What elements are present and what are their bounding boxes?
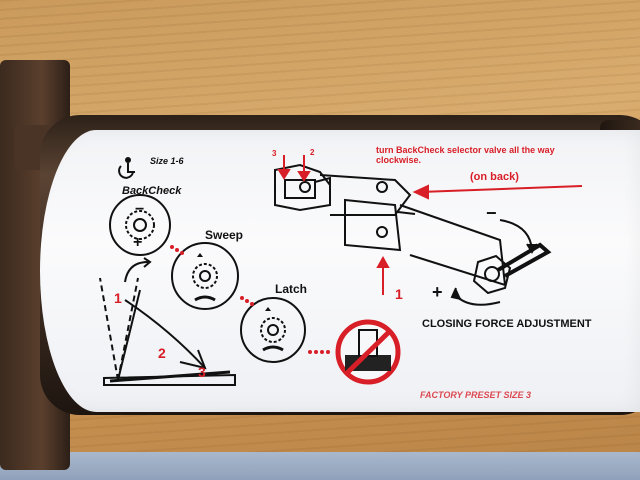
valve-three-number: 3 (272, 149, 277, 158)
step-one-number: 1 (114, 290, 122, 306)
closing-force-label: CLOSING FORCE ADJUSTMENT (422, 318, 592, 330)
dial-connectors (170, 245, 330, 354)
backcheck-dial (109, 194, 171, 256)
backcheck-plus-sign: + (133, 234, 143, 251)
closing-force-minus-sign: − (486, 203, 497, 223)
backcheck-label: BackCheck (122, 185, 182, 197)
closing-force-plus-sign: + (432, 282, 443, 302)
latch-dial (240, 297, 306, 363)
size-text: Size 1-6 (150, 156, 184, 166)
sweep-label: Sweep (205, 228, 244, 242)
sweep-dial (171, 242, 239, 310)
door-swing-diagram (99, 257, 236, 386)
red-arrows (277, 155, 583, 295)
accessibility-icon (118, 157, 135, 179)
backcheck-minus-sign: − (135, 201, 145, 218)
instruction-text: turn BackCheck selector valve all the wa… (376, 145, 555, 165)
no-adjust-sign (335, 319, 401, 385)
closer-drawing (274, 163, 552, 295)
bench-edge (0, 452, 640, 480)
step-two-number: 2 (158, 345, 166, 361)
latch-label: Latch (275, 282, 308, 296)
valve-two-number: 2 (310, 148, 315, 157)
valve-one-number: 1 (395, 286, 403, 302)
closing-force-arrows (450, 219, 538, 306)
on-back-label: (on back) (470, 171, 519, 183)
footer-text: FACTORY PRESET SIZE 3 (420, 390, 532, 400)
step-three-number: 3 (198, 364, 206, 380)
